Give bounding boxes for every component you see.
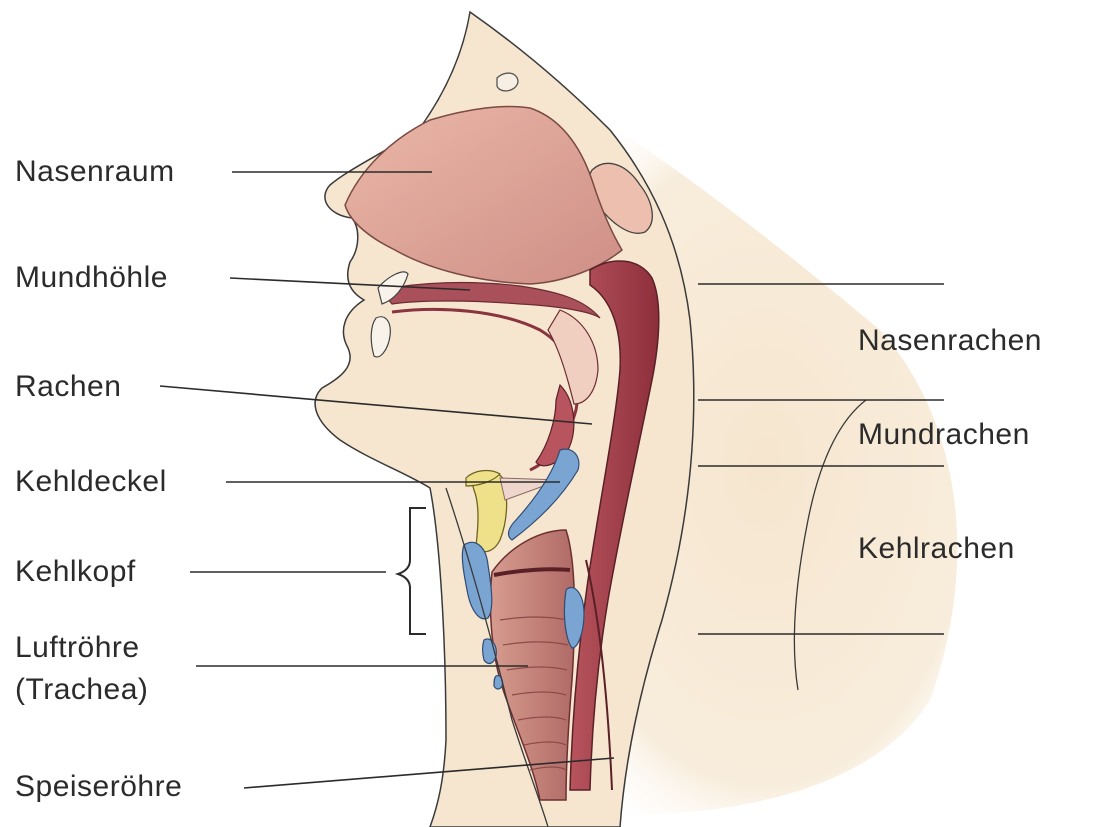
label-trachea: (Trachea) (15, 673, 148, 707)
nasal-bone-fragment (497, 73, 518, 91)
kehlkopf-bracket (398, 508, 426, 634)
label-luftroehre: Luftröhre (15, 631, 140, 665)
label-speiseroehre: Speiseröhre (15, 770, 182, 804)
label-kehlrachen: Kehlrachen (858, 532, 1015, 566)
label-mundhoehle: Mundhöhle (15, 261, 168, 295)
label-kehldeckel: Kehldeckel (15, 465, 167, 499)
label-nasenrachen: Nasenrachen (858, 324, 1042, 358)
label-rachen: Rachen (15, 370, 121, 404)
label-mundrachen: Mundrachen (858, 418, 1030, 452)
label-kehlkopf: Kehlkopf (15, 555, 136, 589)
label-nasenraum: Nasenraum (15, 155, 175, 189)
